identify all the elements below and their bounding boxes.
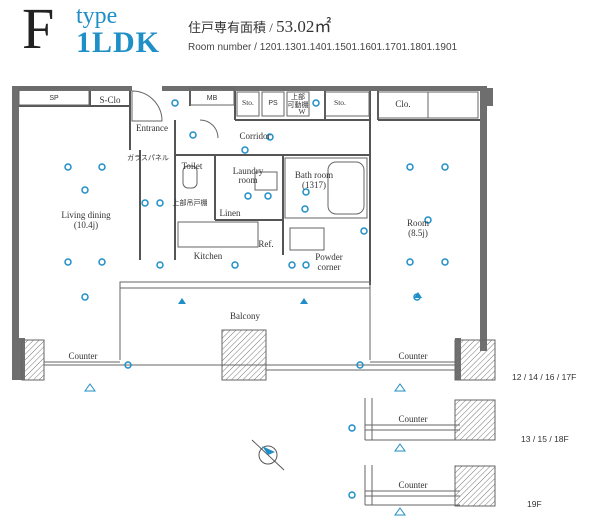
type-word: type [76, 3, 118, 29]
label-corridor: Corridor [240, 131, 271, 141]
sensor-markers [178, 292, 422, 304]
label-room-2: (8.5j) [408, 228, 428, 238]
label-living-2: (10.4j) [74, 220, 98, 230]
label-laundry-1: Laundry [233, 166, 264, 176]
alt-plan-1: Counter 13 / 15 / 18F [348, 398, 569, 452]
area-info: 住戸専有面積 / 53.02㎡ [188, 12, 331, 37]
label-living-1: Living dining [61, 210, 111, 220]
label-upper-movable-2: 可動棚 [288, 100, 309, 109]
label-upper-movable-1: 上部 [291, 92, 305, 101]
type-name: 1LDK [76, 26, 161, 59]
light-fixtures [64, 99, 449, 369]
label-kitchen: Kitchen [194, 251, 223, 261]
label-linen: Linen [220, 208, 241, 218]
label-counter-alt-2: Counter [399, 480, 428, 490]
floor-label-main: 12 / 14 / 16 / 17F [512, 372, 576, 382]
vent-markers [84, 383, 406, 392]
compass-icon [251, 439, 285, 471]
entrance-door-arc [131, 90, 163, 122]
label-powder-2: corner [318, 262, 341, 272]
door-arc [199, 119, 219, 139]
label-glass-panel: ガラスパネル [127, 153, 169, 162]
floor-label-alt-2: 19F [527, 499, 542, 509]
alt-plan-2: Counter 19F [348, 465, 542, 516]
label-counter-alt-1: Counter [399, 414, 428, 424]
type-letter: F [22, 0, 55, 61]
room-numbers: Room number / 1201.1301.1401.1501.1601.1… [188, 42, 458, 53]
area-value: 53.02㎡ [276, 17, 332, 36]
label-counter-right: Counter [399, 351, 428, 361]
label-clo: Clo. [395, 99, 410, 109]
room-boxes [18, 87, 479, 251]
label-ps: PS [268, 100, 278, 107]
label-ref: Ref. [258, 239, 273, 249]
label-w: W [298, 107, 306, 116]
label-powder-1: Powder [315, 252, 343, 262]
label-entrance: Entrance [136, 123, 168, 133]
label-mb: MB [207, 95, 218, 102]
label-s-clo: S-Clo [99, 95, 121, 105]
label-toilet: Toilet [182, 161, 203, 171]
balcony-rail [44, 281, 455, 371]
label-sp: SP [49, 95, 59, 102]
label-balcony: Balcony [230, 311, 260, 321]
label-sto-2: Sto. [334, 98, 346, 107]
label-bath-1: Bath room [295, 170, 333, 180]
floor-label-alt-1: 13 / 15 / 18F [521, 434, 569, 444]
label-counter-left: Counter [69, 351, 98, 361]
label-room-1: Room [407, 218, 429, 228]
interior-walls [19, 91, 480, 285]
columns [21, 329, 496, 381]
label-bath-2: (1317) [302, 180, 326, 190]
label-sto-1: Sto. [242, 98, 254, 107]
label-laundry-2: room [239, 175, 258, 185]
area-label: 住戸専有面積 / [188, 20, 273, 35]
label-upper-cabinet: 上部吊戸棚 [173, 198, 208, 207]
